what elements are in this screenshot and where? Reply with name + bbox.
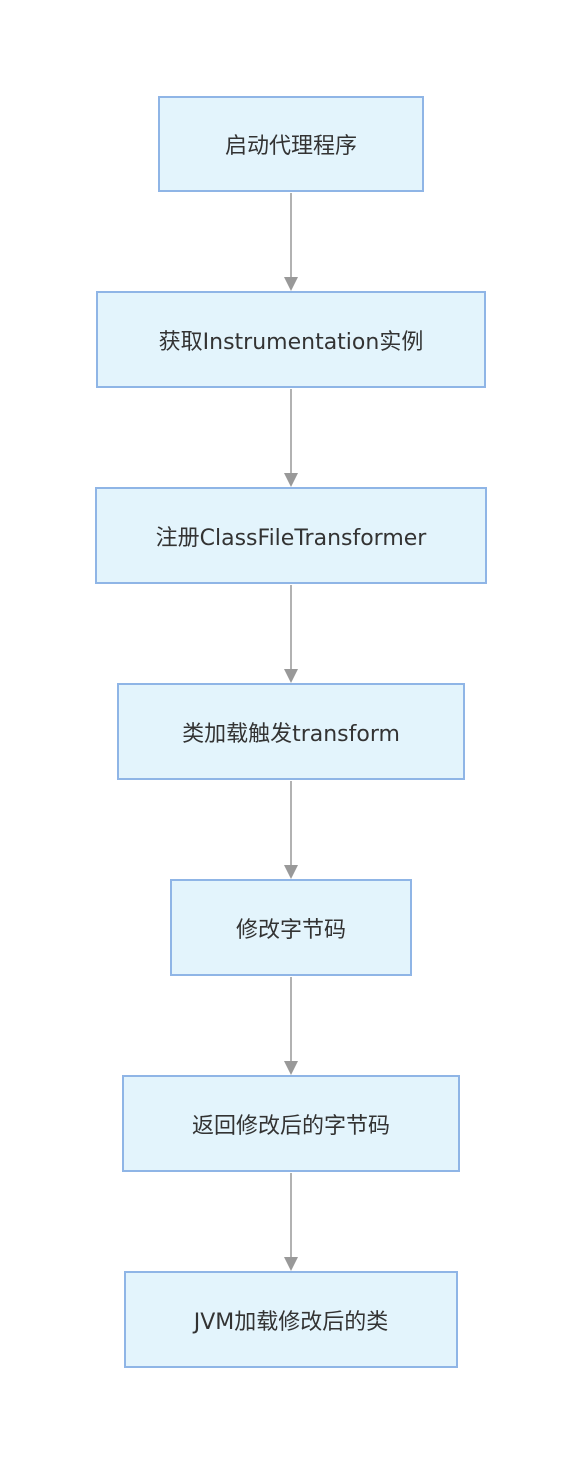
node-modify-bytecode: 修改字节码 <box>170 879 412 976</box>
edge-n5-n6 <box>284 977 298 1075</box>
node-label: 类加载触发transform <box>182 721 400 747</box>
node-label: 启动代理程序 <box>224 134 357 159</box>
arrowhead-icon <box>284 277 298 291</box>
arrowhead-icon <box>284 669 298 683</box>
node-label: JVM加载修改后的类 <box>193 1309 389 1335</box>
node-label: 注册ClassFileTransformer <box>155 525 427 551</box>
node-register-transformer: 注册ClassFileTransformer <box>95 487 487 584</box>
edge-n6-n7 <box>284 1173 298 1271</box>
arrowhead-icon <box>284 473 298 487</box>
edge-n3-n4 <box>284 585 298 683</box>
node-label: 修改字节码 <box>235 917 346 943</box>
arrowhead-icon <box>284 1257 298 1271</box>
node-class-load-transform: 类加载触发transform <box>117 683 465 780</box>
edge-n4-n5 <box>284 781 298 879</box>
node-label: 返回修改后的字节码 <box>191 1113 390 1139</box>
node-start-agent: 启动代理程序 <box>158 96 424 192</box>
arrowhead-icon <box>284 1061 298 1075</box>
node-label: 获取Instrumentation实例 <box>158 329 424 355</box>
node-get-instrumentation: 获取Instrumentation实例 <box>96 291 486 388</box>
edge-n2-n3 <box>284 389 298 487</box>
arrowhead-icon <box>284 865 298 879</box>
node-jvm-load-class: JVM加载修改后的类 <box>124 1271 458 1368</box>
edge-n1-n2 <box>284 193 298 291</box>
node-return-bytecode: 返回修改后的字节码 <box>122 1075 460 1172</box>
